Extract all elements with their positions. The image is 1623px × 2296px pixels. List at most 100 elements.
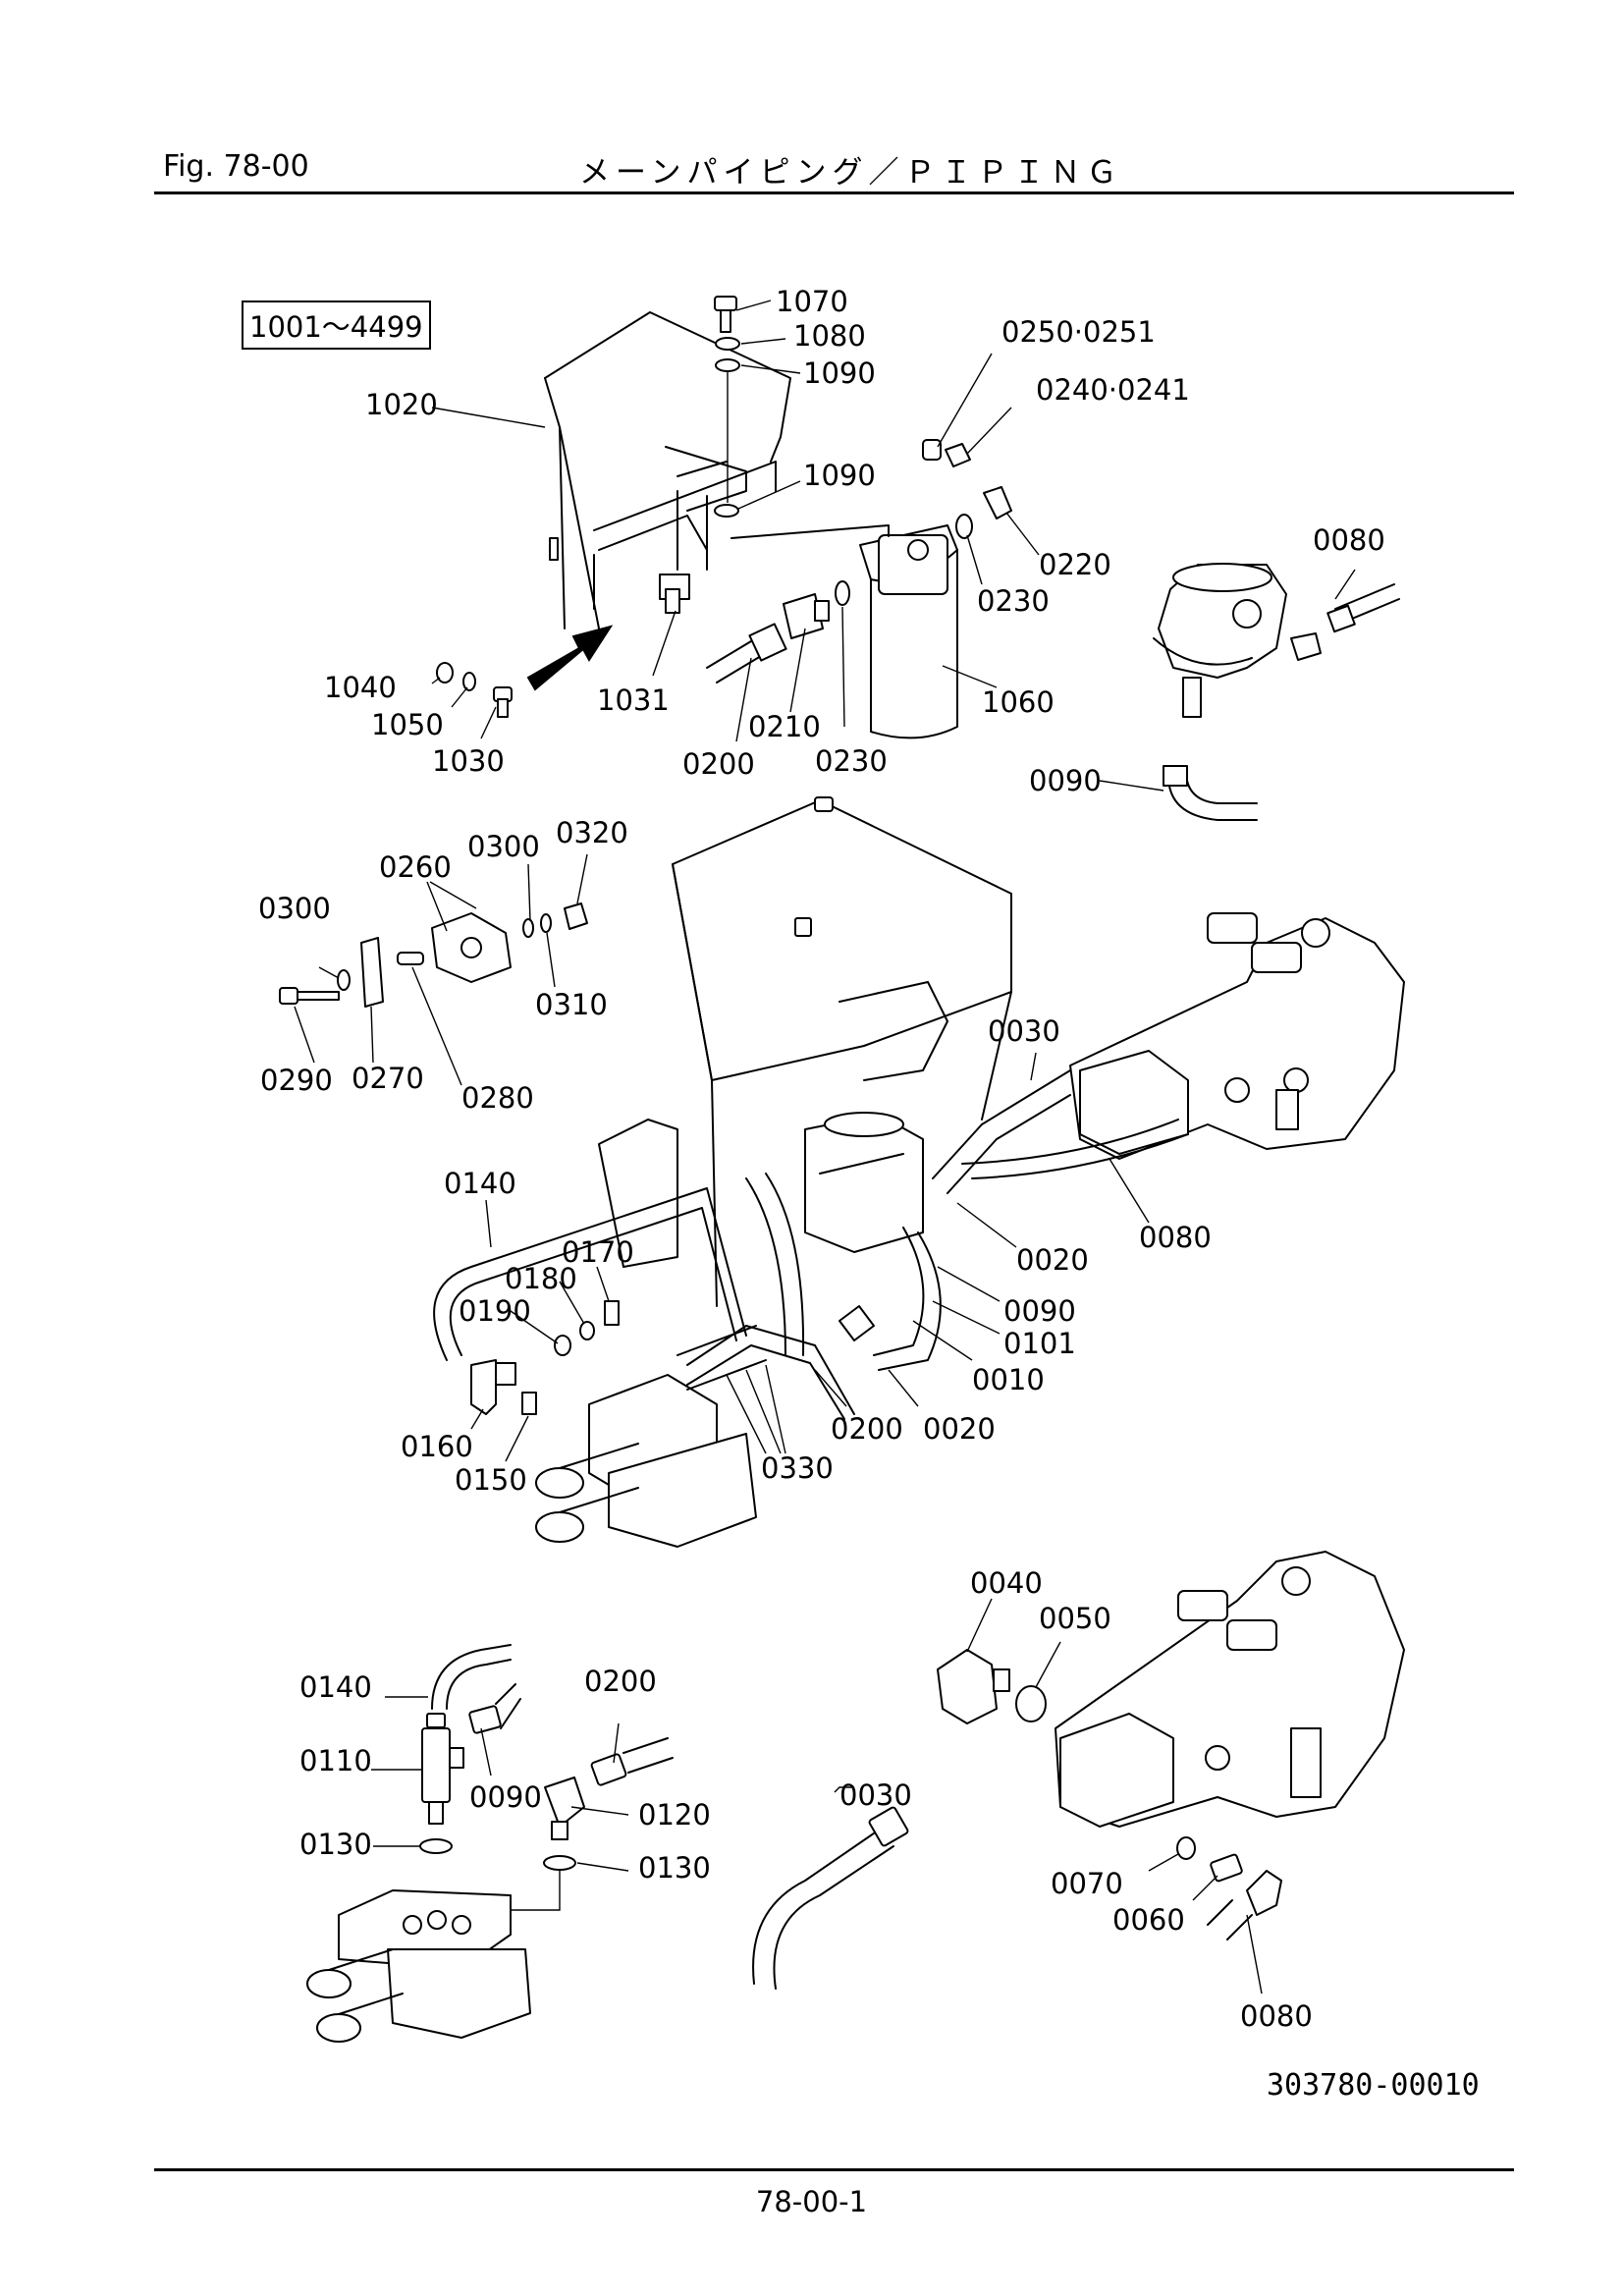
- part-label-0080-main: 0080: [1139, 1221, 1212, 1254]
- part-label-0240-0241: 0240·0241: [1036, 373, 1190, 407]
- part-label-0290: 0290: [260, 1064, 333, 1097]
- hose-0330-main: [676, 1325, 767, 1391]
- fitting-0080-top: [1290, 583, 1400, 661]
- washer-1080: [715, 337, 740, 351]
- part-label-0120: 0120: [638, 1798, 711, 1831]
- bracket-cover-assembly: [544, 311, 791, 629]
- step-plate: [598, 1119, 678, 1268]
- part-label-1090-top: 1090: [803, 356, 876, 390]
- part-label-0140-detail: 0140: [299, 1670, 372, 1704]
- part-label-1040: 1040: [324, 671, 397, 704]
- main-tank: [672, 796, 1012, 1307]
- washer-0310: [540, 913, 552, 933]
- elbow-0040: [937, 1649, 1010, 1724]
- elbow-0120: [544, 1777, 585, 1840]
- nut-0240: [945, 443, 971, 467]
- pipe-0030-detail: [752, 1806, 909, 1990]
- header-rule: [154, 191, 1514, 194]
- serial-range-box: 1001～4499: [242, 301, 431, 350]
- part-label-0050: 0050: [1039, 1602, 1111, 1635]
- part-label-0260: 0260: [379, 850, 452, 884]
- part-label-1031: 1031: [597, 683, 670, 717]
- bolt-0170: [604, 1300, 620, 1326]
- hose-0140-main: [433, 1187, 747, 1361]
- hose-0200-detail: [590, 1737, 674, 1786]
- hose-0080-detail: [1207, 1870, 1282, 1941]
- part-label-0020-bottom: 0020: [923, 1412, 996, 1446]
- washer-0180: [579, 1321, 595, 1340]
- filter-1060: [730, 524, 958, 739]
- part-label-0060: 0060: [1112, 1903, 1185, 1937]
- hose-0080-main: [961, 1119, 1189, 1179]
- part-label-0090-detail: 0090: [469, 1780, 542, 1814]
- document-reference: 303780-00010: [1267, 2068, 1480, 2103]
- part-label-0300-left: 0300: [258, 892, 331, 925]
- page-title: メーンパイピング／ＰＩＰＩＮＧ: [579, 155, 1123, 191]
- tee-0110: [421, 1713, 464, 1825]
- nut-0320: [564, 902, 588, 930]
- view-arrow: [526, 625, 614, 691]
- bracket-0160: [470, 1359, 516, 1415]
- bolt-1030: [493, 686, 513, 718]
- manifold-block-detail: [306, 1889, 531, 2043]
- part-label-0080-top: 0080: [1313, 523, 1385, 557]
- part-label-0070: 0070: [1051, 1867, 1123, 1900]
- part-label-0310: 0310: [535, 988, 608, 1021]
- part-label-1090-bottom: 1090: [803, 459, 876, 492]
- part-label-0030-main: 0030: [988, 1014, 1060, 1048]
- part-label-0030-detail: 0030: [839, 1778, 912, 1812]
- figure-number: Fig. 78-00: [163, 149, 309, 184]
- washer-1090-top: [715, 358, 740, 372]
- control-valve-detail: [1055, 1551, 1405, 1828]
- part-label-0230-top: 0230: [977, 584, 1050, 618]
- nipple-0060: [1210, 1853, 1243, 1883]
- part-label-0150: 0150: [455, 1463, 527, 1497]
- part-label-0280: 0280: [461, 1081, 534, 1115]
- part-label-0090-top: 0090: [1029, 764, 1102, 797]
- part-label-0220: 0220: [1039, 548, 1111, 581]
- part-label-0200-main: 0200: [831, 1412, 903, 1446]
- part-label-0160: 0160: [401, 1430, 473, 1463]
- part-label-0250-0251: 0250·0251: [1001, 315, 1156, 349]
- part-label-0330: 0330: [761, 1451, 834, 1485]
- oring-0130-left: [419, 1838, 453, 1854]
- oring-0050: [1015, 1685, 1047, 1722]
- manifold-block: [535, 1374, 757, 1548]
- part-label-0180: 0180: [505, 1262, 577, 1295]
- washer-1050: [462, 672, 476, 691]
- bolt-1031: [659, 574, 690, 614]
- washer-0300-left: [337, 969, 351, 991]
- part-label-0300-top: 0300: [467, 830, 540, 863]
- part-label-0190: 0190: [459, 1294, 531, 1328]
- pin-0280: [397, 952, 424, 965]
- fitting-0250: [922, 439, 942, 461]
- part-label-0080-detail: 0080: [1240, 1999, 1313, 2033]
- part-label-1020: 1020: [365, 388, 438, 421]
- part-label-0210: 0210: [748, 710, 821, 743]
- part-label-0130-left: 0130: [299, 1828, 372, 1861]
- washer-0190: [554, 1335, 571, 1356]
- washer-1040: [436, 662, 454, 683]
- part-label-1060: 1060: [982, 685, 1055, 719]
- part-label-0040: 0040: [970, 1566, 1043, 1600]
- oring-0070: [1176, 1836, 1196, 1860]
- part-label-0270: 0270: [352, 1062, 424, 1095]
- elbow-0220: [983, 486, 1012, 519]
- part-label-0110: 0110: [299, 1744, 372, 1777]
- part-label-0101: 0101: [1003, 1327, 1076, 1360]
- part-label-0020-right: 0020: [1016, 1243, 1089, 1277]
- washer-0300-right: [522, 918, 534, 938]
- oring-0130-right: [543, 1855, 576, 1871]
- part-labels: 1070 1080 1090 1020 1090 0250·0251 0240·…: [258, 285, 1385, 2033]
- part-label-0200-detail: 0200: [584, 1665, 657, 1698]
- hose-0090-top: [1163, 765, 1258, 821]
- part-label-0010: 0010: [972, 1363, 1045, 1396]
- leader-lines: [294, 300, 1356, 1995]
- part-label-0090-main: 0090: [1003, 1294, 1076, 1328]
- plate-0270: [360, 937, 384, 1008]
- part-label-0170: 0170: [562, 1235, 634, 1269]
- part-label-0200-top: 0200: [682, 747, 755, 781]
- part-label-1050: 1050: [371, 708, 444, 741]
- part-label-0230-bottom: 0230: [815, 744, 888, 778]
- page-number: 78-00-1: [755, 2185, 868, 2218]
